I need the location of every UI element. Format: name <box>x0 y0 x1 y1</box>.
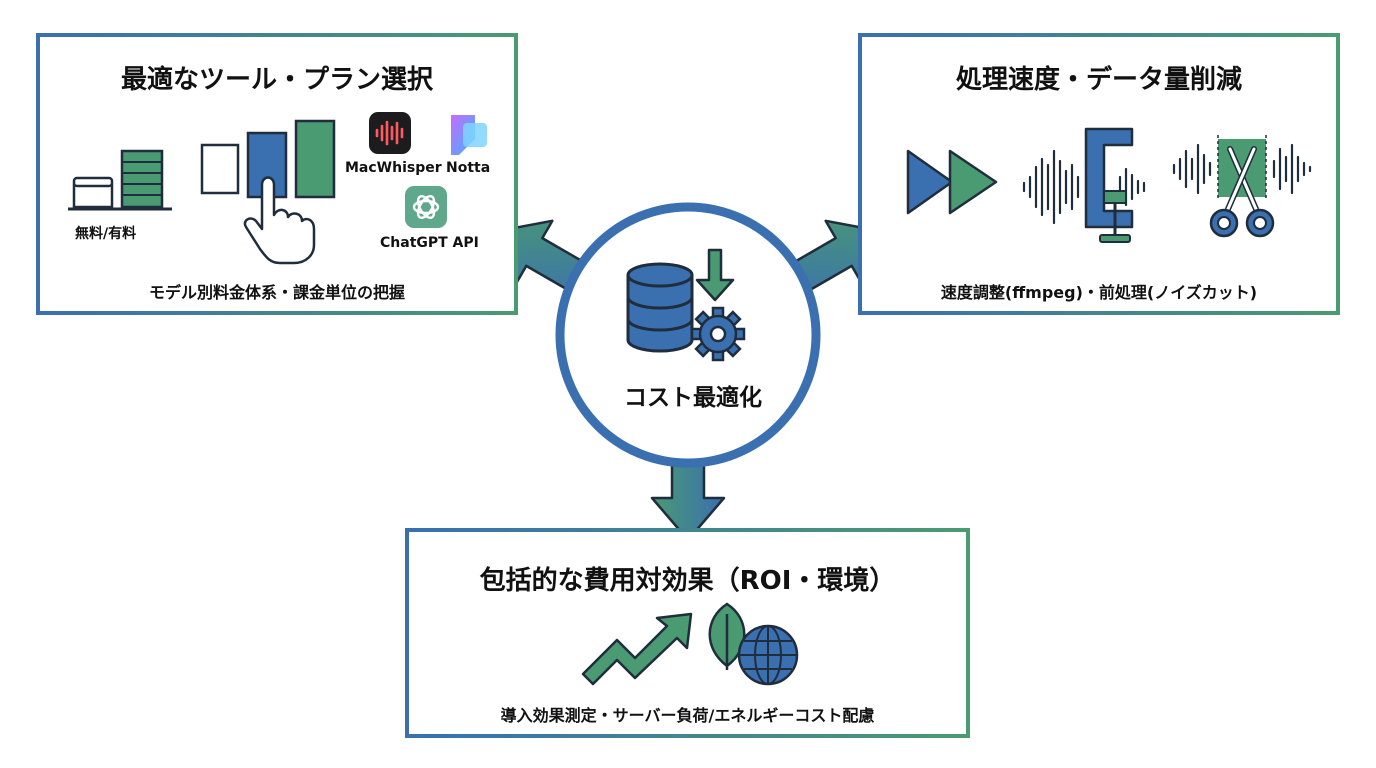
roi-panel: 包括的な費用対効果（ROI・環境） 導入効果測定・サーバー負荷/エネルギーコスト… <box>405 528 970 738</box>
roi-caption: 導入効果測定・サーバー負荷/エネルギーコスト配慮 <box>500 706 875 725</box>
macwhisper-icon <box>369 112 411 154</box>
roi-title: 包括的な費用対効果（ROI・環境） <box>479 566 896 596</box>
tool-plan-panel: 最適なツール・プラン選択 無料/有料 MacWhisper Notta <box>36 33 518 315</box>
gear-icon <box>690 306 746 362</box>
leaf-icon <box>708 602 746 670</box>
speed-data-title: 処理速度・データ量削減 <box>955 65 1242 95</box>
trend-up-arrow-icon <box>581 612 693 686</box>
fast-forward-icon <box>906 149 998 215</box>
waveform-clamp-icon <box>1022 127 1146 243</box>
tool-plan-caption: モデル別料金体系・課金単位の把握 <box>148 283 405 302</box>
notta-icon <box>451 115 487 155</box>
database-icon <box>626 262 694 353</box>
tool-plan-title: 最適なツール・プラン選択 <box>120 65 433 95</box>
hub-label: コスト最適化 <box>624 385 762 411</box>
notta-label: Notta <box>446 160 491 176</box>
download-arrow-icon <box>695 248 735 302</box>
globe-icon <box>737 624 799 686</box>
macwhisper-label: MacWhisper <box>345 160 442 176</box>
free-paid-label: 無料/有料 <box>75 226 137 242</box>
free-paid-icon <box>68 149 172 211</box>
speed-data-panel: 処理速度・データ量削減 <box>858 33 1340 315</box>
waveform-scissors-icon <box>1172 135 1312 238</box>
chatgpt-label: ChatGPT API <box>380 235 479 251</box>
plan-select-icon <box>200 119 336 265</box>
speed-data-caption: 速度調整(ffmpeg)・前処理(ノイズカット) <box>940 283 1258 302</box>
chatgpt-icon <box>405 186 447 228</box>
